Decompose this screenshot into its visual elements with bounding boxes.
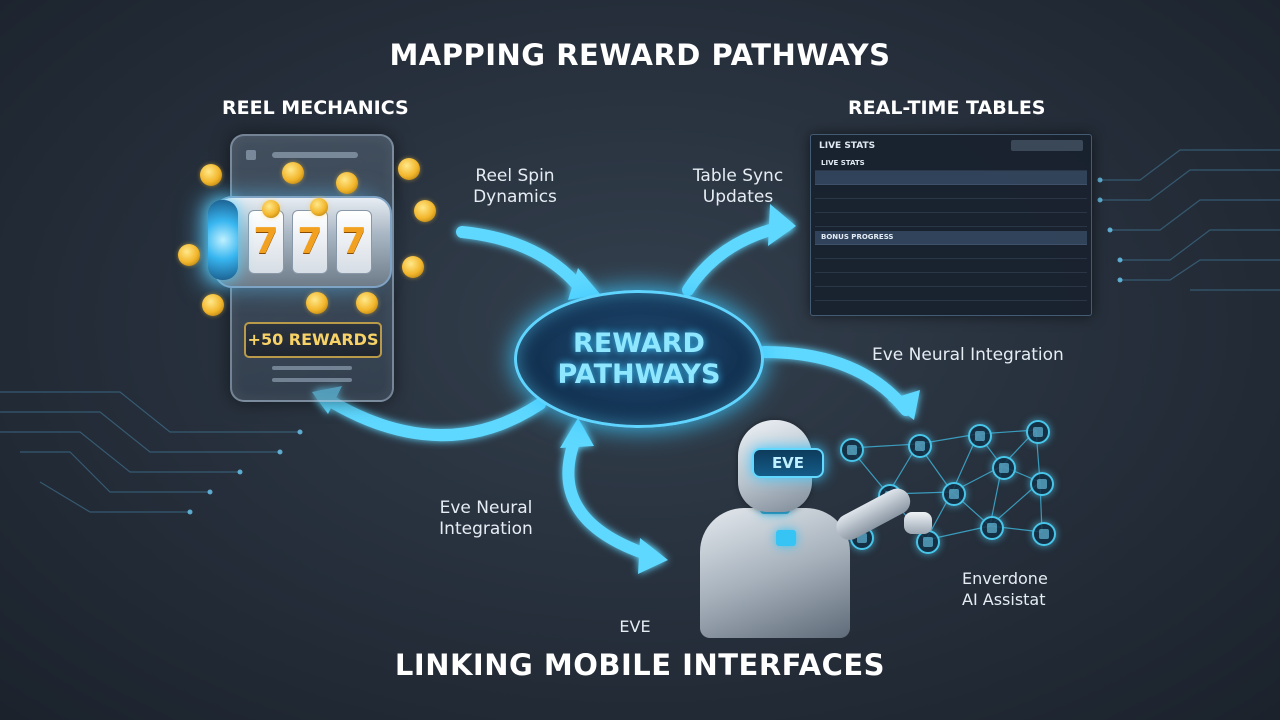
reward-pathways-hub: REWARD PATHWAYS	[514, 290, 764, 428]
arrow-reel-to-hub	[456, 226, 586, 294]
arrowhead-hub-to-network	[888, 390, 920, 420]
ai-assistant-line1: Enverdone	[962, 569, 1048, 588]
ai-assistant-line2: AI Assistat	[962, 590, 1046, 609]
table-row	[815, 273, 1087, 287]
table-sync-updates-line1: Table Sync	[692, 166, 784, 186]
coin-icon	[178, 244, 200, 266]
arrow-hub-to-robot	[562, 426, 658, 562]
main-title: MAPPING REWARD PATHWAYS	[389, 38, 891, 72]
eve-name-label: EVE	[619, 617, 651, 636]
network-node-icon	[1026, 420, 1050, 444]
table-header-row: BONUS PROGRESS	[815, 231, 1087, 245]
ai-assistant-label: Enverdone AI Assistat	[962, 568, 1072, 610]
robot-body	[700, 508, 850, 638]
arrowhead-reel-to-hub	[568, 268, 600, 300]
table-sync-updates-label: Table Sync Updates	[688, 166, 788, 208]
phone-line	[272, 378, 352, 382]
reel-symbol: 7	[248, 210, 284, 274]
robot-visor: EVE	[752, 448, 824, 478]
network-node-icon	[980, 516, 1004, 540]
coin-icon	[414, 200, 436, 222]
coin-icon	[200, 164, 222, 186]
coin-icon	[398, 158, 420, 180]
reel-mechanics-label: REEL MECHANICS	[222, 97, 409, 119]
table-row	[815, 301, 1087, 314]
network-node-icon	[840, 438, 864, 462]
hub-title-line1: REWARD	[573, 328, 705, 359]
real-time-table-panel: LIVE STATS LIVE STATS BONUS PROGRESS	[810, 134, 1092, 316]
section-a-header: LIVE STATS	[821, 159, 865, 167]
phone-status-icon	[246, 150, 256, 160]
real-time-tables-label: REAL-TIME TABLES	[848, 97, 1046, 119]
table-sync-updates-line2: Updates	[702, 187, 774, 207]
reel-spin-dynamics-line2: Dynamics	[473, 187, 557, 207]
network-node-icon	[968, 424, 992, 448]
network-node-icon	[942, 482, 966, 506]
arrow-hub-to-phone	[316, 390, 546, 441]
table-row	[815, 245, 1087, 259]
eve-neural-left-line2: Integration	[439, 519, 533, 539]
table-row	[815, 259, 1087, 273]
table-row	[815, 213, 1087, 227]
network-node-icon	[992, 456, 1016, 480]
eve-neural-left-line1: Eve Neural	[439, 498, 533, 518]
network-node-icon	[916, 530, 940, 554]
phone-line	[272, 366, 352, 370]
robot-chest-light	[776, 530, 796, 546]
arrowhead-hub-to-table	[768, 204, 796, 246]
coin-icon	[202, 294, 224, 316]
rewards-badge: +50 REWARDS	[244, 322, 382, 358]
section-b-header: BONUS PROGRESS	[821, 233, 894, 241]
phone-progress-bar	[272, 152, 358, 158]
table-row	[815, 171, 1087, 185]
coin-icon	[356, 292, 378, 314]
reel-spin-dynamics-line1: Reel Spin	[475, 166, 555, 186]
coin-icon	[262, 200, 280, 218]
hub-title-line2: PATHWAYS	[557, 359, 721, 390]
slot-reel: 7 7 7	[214, 196, 392, 288]
coin-icon	[402, 256, 424, 278]
reel-symbol: 7	[336, 210, 372, 274]
table-header-row: LIVE STATS	[815, 157, 1087, 171]
panel-search-bar	[1011, 140, 1083, 151]
arrowhead-robot-to-hub	[560, 418, 594, 448]
arrowhead-hub-to-robot	[638, 538, 668, 574]
panel-title: LIVE STATS	[819, 141, 876, 151]
coin-icon	[310, 198, 328, 216]
coin-icon	[282, 162, 304, 184]
network-node-icon	[908, 434, 932, 458]
table-row	[815, 199, 1087, 213]
robot-hand	[904, 512, 932, 534]
coin-icon	[336, 172, 358, 194]
table-row	[815, 287, 1087, 301]
bottom-title: LINKING MOBILE INTERFACES	[394, 648, 886, 682]
reel-cap-glow	[208, 200, 238, 280]
eve-neural-integration-right-label: Eve Neural Integration	[872, 345, 1064, 365]
reel-spin-dynamics-label: Reel Spin Dynamics	[470, 166, 560, 208]
arrow-hub-to-network	[758, 346, 912, 416]
reel-symbol: 7	[292, 210, 328, 274]
network-node-icon	[1032, 522, 1056, 546]
table-row	[815, 185, 1087, 199]
network-node-icon	[1030, 472, 1054, 496]
coin-icon	[306, 292, 328, 314]
eve-neural-integration-left-label: Eve Neural Integration	[436, 498, 536, 540]
